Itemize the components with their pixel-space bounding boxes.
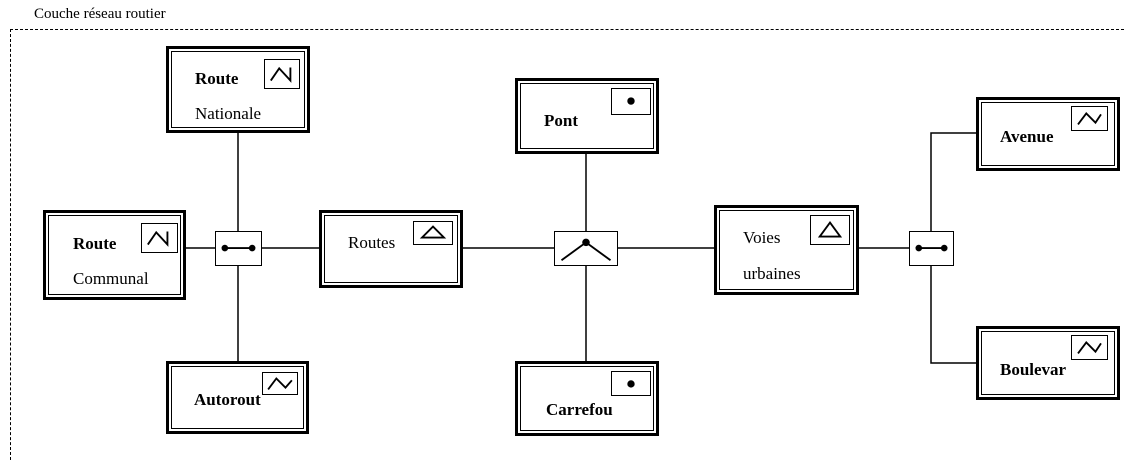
route-communal-node[interactable]: Route Communal <box>43 210 186 300</box>
voies-urbaines-subtitle: urbaines <box>743 264 801 283</box>
point-icon <box>611 88 651 115</box>
route-nationale-subtitle: Nationale <box>195 104 262 123</box>
pont-node[interactable]: Pont <box>515 78 659 154</box>
line-icon <box>141 223 178 253</box>
line-icon <box>262 372 298 395</box>
voies-urbaines-node[interactable]: Voies urbaines <box>714 205 859 295</box>
polygon-icon <box>413 221 453 245</box>
point-icon <box>611 371 651 396</box>
routes-node[interactable]: Routes <box>319 210 463 288</box>
link-avenue <box>930 132 978 232</box>
avenue-node[interactable]: Avenue <box>976 97 1120 171</box>
carrefou-label: Carrefou <box>546 400 613 419</box>
aggregation-connector-icon <box>909 231 954 266</box>
routes-label: Routes <box>348 233 396 252</box>
line-icon <box>264 59 300 89</box>
boulevar-label: Boulevar <box>1000 360 1067 379</box>
layer-frame <box>10 29 1124 460</box>
route-nationale-node[interactable]: Route Nationale <box>166 46 310 133</box>
route-communal-subtitle: Communal <box>73 269 149 288</box>
line-icon <box>1071 335 1108 360</box>
pont-label: Pont <box>544 111 578 130</box>
carrefou-node[interactable]: Carrefou <box>515 361 659 436</box>
line-icon <box>1071 106 1108 131</box>
polygon-icon <box>810 215 850 245</box>
voies-urbaines-title: Voies <box>743 228 781 247</box>
avenue-label: Avenue <box>1000 127 1054 146</box>
autorout-label: Autorout <box>194 390 261 409</box>
autorout-node[interactable]: Autorout <box>166 361 309 434</box>
route-nationale-title: Route <box>195 69 239 88</box>
link-boulevar <box>930 265 978 364</box>
generalization-connector-icon <box>554 231 618 266</box>
layer-title: Couche réseau routier <box>34 6 166 22</box>
route-communal-title: Route <box>73 234 117 253</box>
connection-lines <box>185 132 978 364</box>
aggregation-connector-icon <box>215 231 262 266</box>
boulevar-node[interactable]: Boulevar <box>976 326 1120 400</box>
